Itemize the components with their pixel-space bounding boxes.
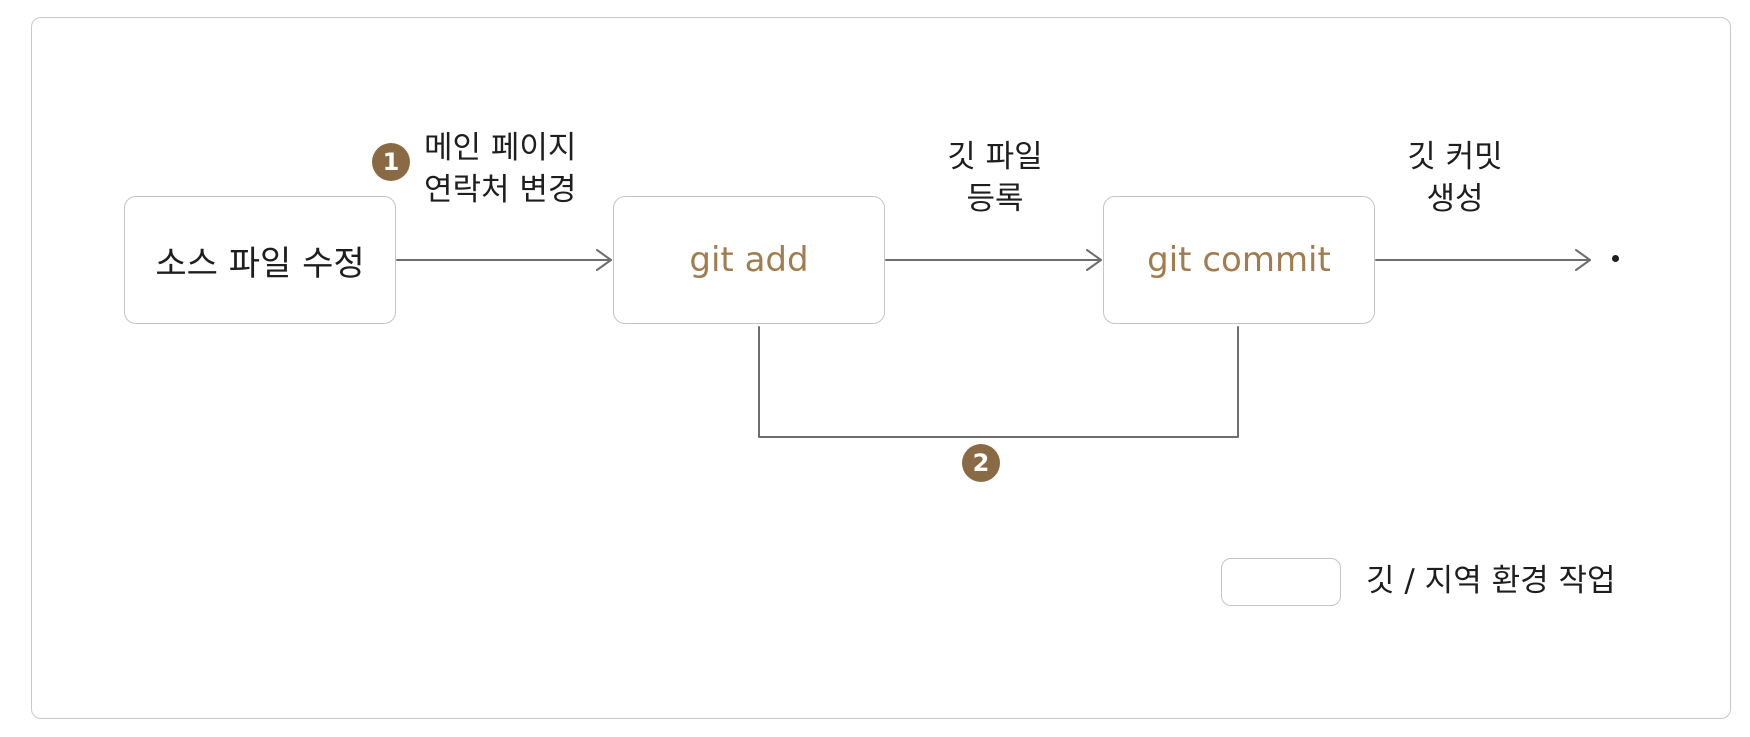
diagram-frame	[31, 17, 1731, 719]
loop-connector	[758, 326, 1239, 438]
source-file-edit-label: 소스 파일 수정	[155, 243, 365, 284]
step-1-caption: 메인 페이지 연락처 변경	[424, 127, 576, 211]
arrowhead-commit-to-end	[1575, 249, 1591, 271]
legend-swatch	[1221, 558, 1341, 606]
arrowhead-add-to-commit	[1086, 249, 1102, 271]
git-add-node: git add	[613, 196, 885, 324]
git-add-label: git add	[689, 240, 809, 280]
step-1-number: 1	[382, 148, 400, 176]
step-2-badge: 2	[962, 444, 1000, 482]
git-commit-label: git commit	[1147, 240, 1331, 280]
legend-label: 깃 / 지역 환경 작업	[1366, 563, 1616, 599]
step-3-caption-line-2: 생성	[1426, 181, 1484, 217]
step-3-caption: 깃 커밋 생성	[1385, 136, 1525, 220]
step-1-caption-line-1: 메인 페이지	[424, 130, 577, 166]
step-2-caption: 깃 파일 등록	[915, 136, 1075, 220]
git-commit-node: git commit	[1103, 196, 1375, 324]
step-1-badge: 1	[372, 143, 410, 181]
step-2-caption-line-1: 깃 파일	[947, 139, 1043, 175]
step-3-caption-line-1: 깃 커밋	[1407, 139, 1503, 175]
step-2-caption-line-2: 등록	[966, 181, 1024, 217]
step-2-number: 2	[972, 449, 990, 477]
arrowhead-source-to-add	[596, 249, 612, 271]
step-1-caption-line-2: 연락처 변경	[424, 172, 577, 208]
end-dot	[1612, 255, 1619, 262]
source-file-edit-node: 소스 파일 수정	[124, 196, 396, 324]
